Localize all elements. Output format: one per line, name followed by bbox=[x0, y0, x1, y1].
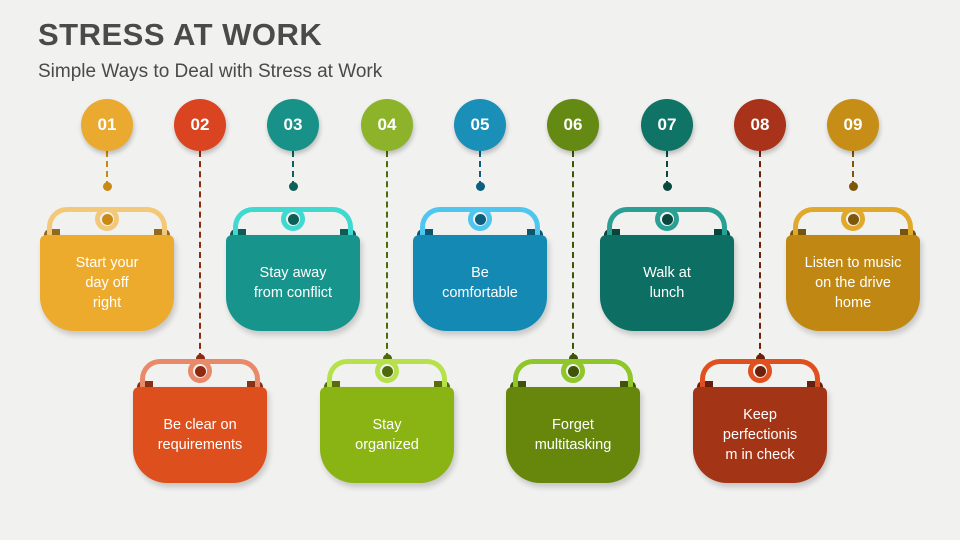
connector-dash bbox=[292, 151, 294, 187]
connector-line-08 bbox=[755, 151, 765, 363]
connector-dash bbox=[479, 151, 481, 187]
step-number-label: 02 bbox=[190, 115, 210, 134]
card-label: Be clear on requirements bbox=[157, 417, 243, 453]
handle-knob-dot bbox=[194, 366, 206, 377]
card-label: Forget multitasking bbox=[534, 417, 612, 453]
step-number-label: 04 bbox=[377, 115, 397, 134]
step-number-circle-06[interactable]: 06 bbox=[547, 99, 599, 151]
card-label: Keep perfectionis m in check bbox=[722, 407, 798, 463]
connector-line-05 bbox=[475, 151, 485, 191]
handle-knob-dot bbox=[101, 214, 113, 225]
connector-end-dot bbox=[568, 354, 578, 363]
handle-knob-icon bbox=[841, 207, 865, 231]
handle-knob-dot bbox=[661, 214, 673, 225]
connector-line-06 bbox=[568, 151, 578, 363]
step-number-circle-07[interactable]: 07 bbox=[641, 99, 693, 151]
connector-dash bbox=[759, 151, 761, 359]
connector-dash bbox=[852, 151, 854, 187]
card-body: Stay organized bbox=[320, 387, 454, 483]
handle-knob-icon bbox=[375, 359, 399, 383]
step-number-circle-01[interactable]: 01 bbox=[81, 99, 133, 151]
connector-end-dot bbox=[195, 354, 205, 363]
step-card-05[interactable]: Be comfortable bbox=[413, 207, 547, 331]
handle-knob-icon bbox=[468, 207, 492, 231]
card-body: Keep perfectionis m in check bbox=[693, 387, 827, 483]
card-label: Stay away from conflict bbox=[253, 265, 333, 301]
card-body: Listen to music on the drive home bbox=[786, 235, 920, 331]
connector-dash bbox=[666, 151, 668, 187]
step-card-06[interactable]: Forget multitasking bbox=[506, 359, 640, 483]
step-number-circle-04[interactable]: 04 bbox=[361, 99, 413, 151]
step-number-label: 06 bbox=[563, 115, 583, 134]
connector-line-04 bbox=[382, 151, 392, 363]
connector-dash bbox=[199, 151, 201, 359]
card-label: Start your day off right bbox=[75, 255, 139, 311]
card-label: Stay organized bbox=[355, 417, 419, 453]
card-body: Forget multitasking bbox=[506, 387, 640, 483]
card-body: Stay away from conflict bbox=[226, 235, 360, 331]
step-number-label: 05 bbox=[470, 115, 490, 134]
card-body: Walk at lunch bbox=[600, 235, 734, 331]
card-body: Be comfortable bbox=[413, 235, 547, 331]
handle-knob-dot bbox=[381, 366, 393, 377]
step-card-03[interactable]: Stay away from conflict bbox=[226, 207, 360, 331]
connector-dash bbox=[106, 151, 108, 187]
step-card-04[interactable]: Stay organized bbox=[320, 359, 454, 483]
connector-end-dot bbox=[662, 182, 672, 191]
connector-line-02 bbox=[195, 151, 205, 363]
connector-end-dot bbox=[288, 182, 298, 191]
step-number-circle-09[interactable]: 09 bbox=[827, 99, 879, 151]
card-body: Be clear on requirements bbox=[133, 387, 267, 483]
step-card-07[interactable]: Walk at lunch bbox=[600, 207, 734, 331]
step-number-label: 01 bbox=[97, 115, 117, 134]
card-label: Be comfortable bbox=[442, 265, 518, 301]
step-number-label: 07 bbox=[657, 115, 677, 134]
step-number-label: 08 bbox=[750, 115, 770, 134]
page-title: STRESS AT WORK bbox=[38, 17, 323, 52]
connector-line-03 bbox=[288, 151, 298, 191]
step-card-02[interactable]: Be clear on requirements bbox=[133, 359, 267, 483]
handle-knob-dot bbox=[847, 214, 859, 225]
step-card-08[interactable]: Keep perfectionis m in check bbox=[693, 359, 827, 483]
connector-line-09 bbox=[848, 151, 858, 191]
card-label: Listen to music on the drive home bbox=[804, 255, 902, 311]
card-label: Walk at lunch bbox=[643, 265, 691, 301]
step-number-label: 09 bbox=[843, 115, 863, 134]
card-body: Start your day off right bbox=[40, 235, 174, 331]
handle-knob-dot bbox=[287, 214, 299, 225]
connector-end-dot bbox=[848, 182, 858, 191]
step-number-label: 03 bbox=[283, 115, 303, 134]
connector-line-07 bbox=[662, 151, 672, 191]
step-card-09[interactable]: Listen to music on the drive home bbox=[786, 207, 920, 331]
step-card-01[interactable]: Start your day off right bbox=[40, 207, 174, 331]
step-number-circle-02[interactable]: 02 bbox=[174, 99, 226, 151]
connector-end-dot bbox=[475, 182, 485, 191]
step-number-circle-05[interactable]: 05 bbox=[454, 99, 506, 151]
connector-end-dot bbox=[755, 354, 765, 363]
handle-knob-dot bbox=[567, 366, 579, 377]
connector-end-dot bbox=[102, 182, 112, 191]
connector-line-01 bbox=[102, 151, 112, 191]
handle-knob-dot bbox=[754, 366, 766, 377]
page-subtitle: Simple Ways to Deal with Stress at Work bbox=[38, 61, 383, 82]
connector-dash bbox=[386, 151, 388, 359]
connector-dash bbox=[572, 151, 574, 359]
step-number-circle-03[interactable]: 03 bbox=[267, 99, 319, 151]
handle-knob-dot bbox=[474, 214, 486, 225]
connector-end-dot bbox=[382, 354, 392, 363]
step-number-circle-08[interactable]: 08 bbox=[734, 99, 786, 151]
